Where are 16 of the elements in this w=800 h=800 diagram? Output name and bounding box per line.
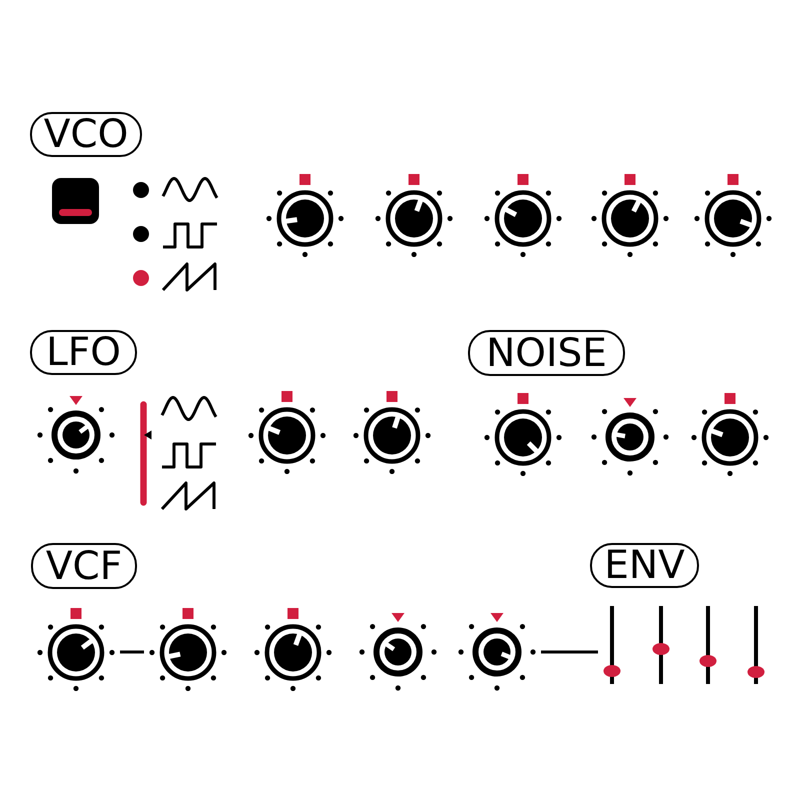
connector-line	[120, 650, 144, 654]
section-header	[590, 543, 699, 588]
section-title: VCF	[46, 546, 122, 586]
section-title: NOISE	[486, 334, 607, 372]
knob-icon	[458, 613, 536, 691]
section-header	[31, 543, 137, 589]
knob-icon	[37, 608, 115, 691]
section-header	[30, 112, 142, 157]
knob-icon	[149, 608, 227, 691]
section-title: VCO	[44, 115, 128, 154]
section-title: ENV	[604, 546, 685, 585]
section-title: LFO	[46, 333, 121, 372]
slider-icon	[603, 606, 621, 684]
section-header	[468, 330, 625, 376]
connector-line	[541, 650, 598, 654]
section-header	[30, 330, 137, 375]
